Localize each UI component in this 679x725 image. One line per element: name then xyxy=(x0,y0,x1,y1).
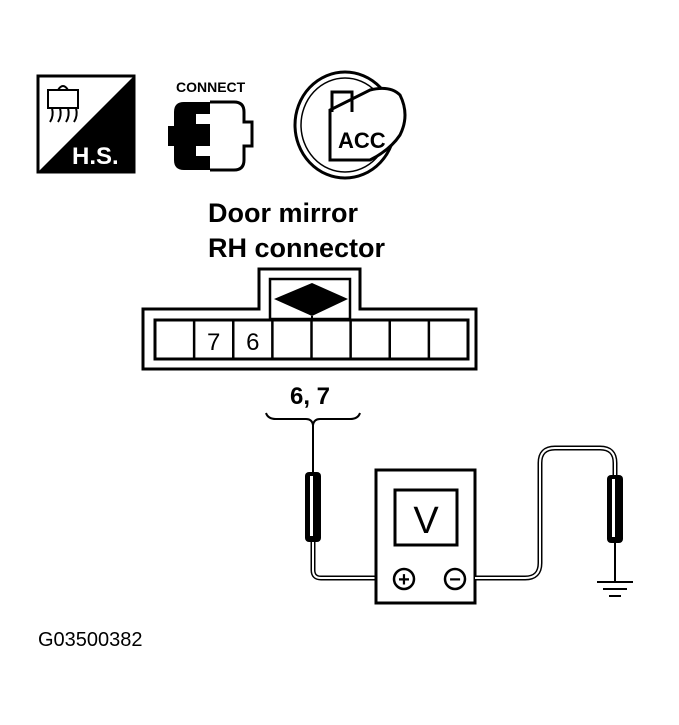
connect-icon: CONNECT xyxy=(168,79,254,172)
positive-test-probe xyxy=(305,425,376,581)
plus-terminal-label: + xyxy=(398,569,410,591)
acc-label: ACC xyxy=(338,128,386,153)
connector-title-line1: Door mirror xyxy=(208,198,359,228)
connect-label: CONNECT xyxy=(176,79,246,95)
minus-terminal xyxy=(443,567,467,591)
ignition-acc-icon: ACC xyxy=(293,70,407,180)
pin-brace xyxy=(265,412,361,426)
ground-icon xyxy=(597,581,633,597)
probe-pin-label: 6, 7 xyxy=(290,383,330,410)
meter-display: V xyxy=(413,500,439,542)
pin-cell-label: 6 xyxy=(246,329,259,356)
key-diamond xyxy=(274,283,348,316)
hs-label: H.S. xyxy=(72,143,119,170)
connector-title-line2: RH connector xyxy=(208,233,386,263)
pin-cell-label: 7 xyxy=(207,329,220,356)
minus-terminal-label: − xyxy=(449,569,461,591)
ground-test-probe xyxy=(475,445,623,582)
harness-sensor-icon: H.S. xyxy=(36,74,136,174)
plus-terminal xyxy=(392,567,416,591)
figure-id: G03500382 xyxy=(38,629,143,651)
voltmeter: V + − xyxy=(374,468,477,605)
